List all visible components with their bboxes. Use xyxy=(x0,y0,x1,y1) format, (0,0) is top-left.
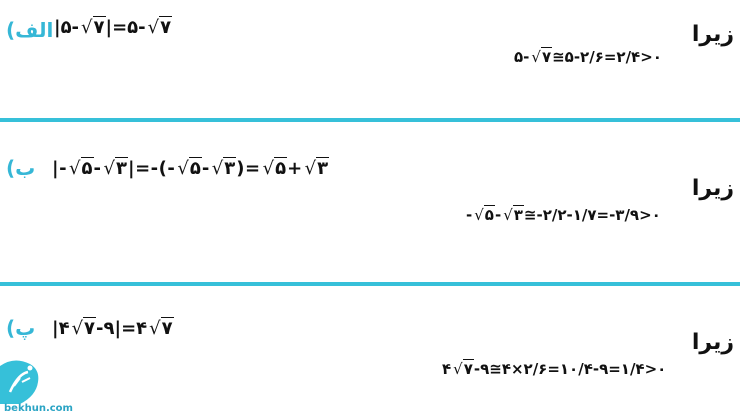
because-label-b: زیرا xyxy=(691,176,734,201)
because-label-a: زیرا xyxy=(691,22,734,47)
equation-a: |۵-√۷|=۵-√۷ xyxy=(54,16,173,38)
because-label-c: زیرا xyxy=(691,330,734,355)
part-label-b: ب) xyxy=(6,156,36,180)
section-c: پ) |۴√۷-۹|=۴√۷ زیرا ۴√۷-۹≅۴×۲/۶=۱۰/۴-۹=۱… xyxy=(0,286,740,416)
site-logo: bekhun.com xyxy=(0,352,78,416)
reason-c: ۴√۷-۹≅۴×۲/۶=۱۰/۴-۹=۱/۴>۰ xyxy=(442,359,667,378)
part-label-c: پ) xyxy=(6,316,36,340)
part-label-a: الف) xyxy=(6,18,54,42)
equation-c: |۴√۷-۹|=۴√۷ xyxy=(52,317,174,339)
logo-text: bekhun.com xyxy=(4,403,73,414)
reason-a: ۵-√۷≅۵-۲/۶=۲/۴>۰ xyxy=(514,47,662,66)
logo-emblem-icon xyxy=(0,360,39,404)
equation-b: |-√۵-√۳|=-(-√۵-√۳)=√۵+√۳ xyxy=(52,157,330,179)
reason-b: -√۵-√۳≅-۲/۲-۱/۷=-۳/۹>۰ xyxy=(466,205,661,224)
section-b: ب) |-√۵-√۳|=-(-√۵-√۳)=√۵+√۳ زیرا -√۵-√۳≅… xyxy=(0,122,740,282)
section-divider-1 xyxy=(0,118,740,122)
section-divider-2 xyxy=(0,282,740,286)
section-a: الف) |۵-√۷|=۵-√۷ زیرا ۵-√۷≅۵-۲/۶=۲/۴>۰ xyxy=(0,0,740,118)
